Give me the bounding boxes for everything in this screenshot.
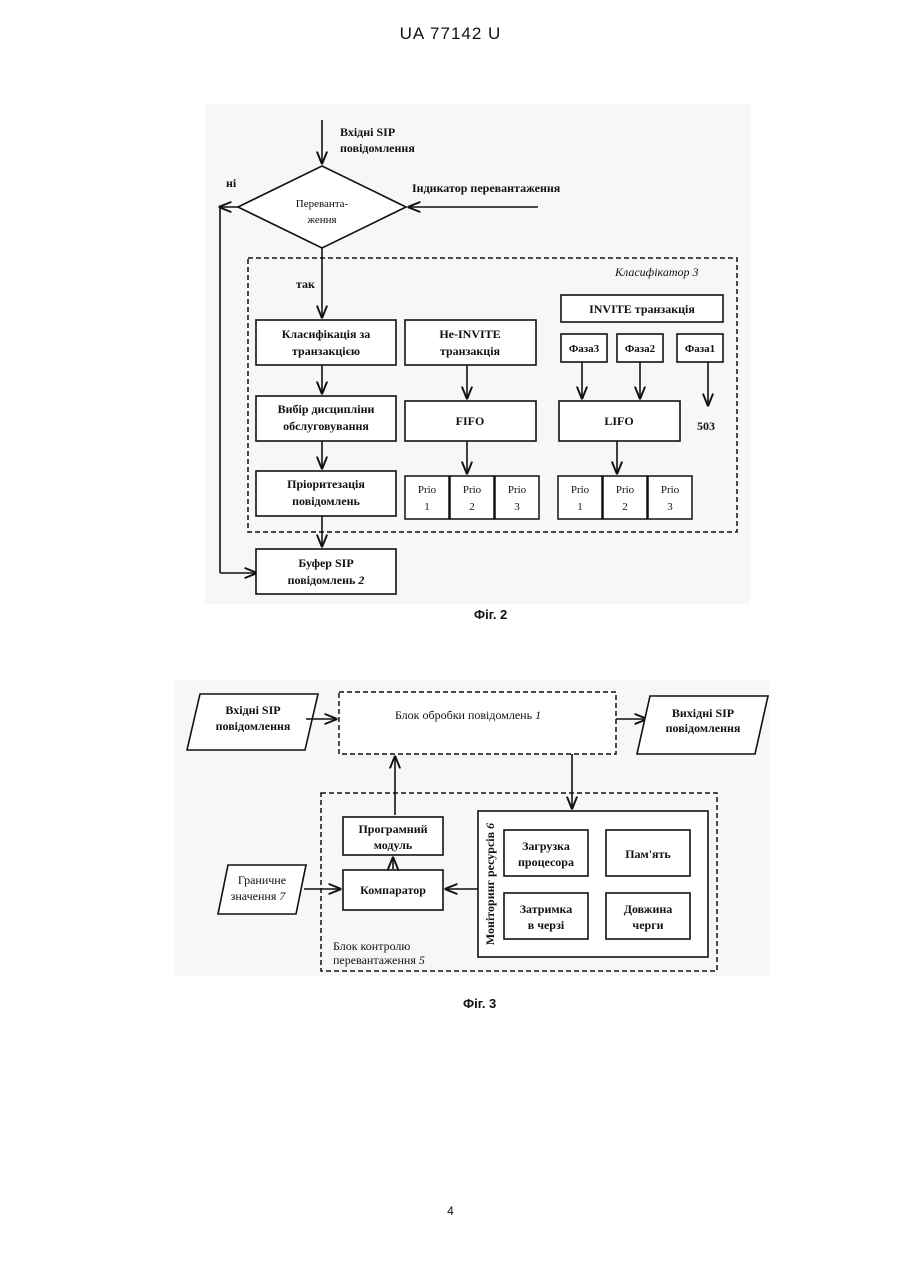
figure-2-caption: Фіг. 2 <box>474 607 507 622</box>
fifo-prio-boxes: Prio 1 Prio 2 Prio 3 <box>405 476 539 519</box>
memory-label: Пам'ять <box>625 847 671 861</box>
monitor-label: Моніторинг ресурсів 6 <box>483 823 497 945</box>
fifo-prio-word-1: Prio <box>418 484 437 496</box>
buffer-label-2: повідомлень 2 <box>288 573 365 587</box>
lifo-prio-num-3: 3 <box>667 501 673 513</box>
proc-block-label: Блок обробки повідомлень 1 <box>395 708 541 722</box>
phase1-label: Фаза1 <box>685 343 715 355</box>
comparator-label: Компаратор <box>360 883 426 897</box>
input-label-1: Вхідні SIP <box>340 125 395 139</box>
page-number: 4 <box>0 1204 901 1218</box>
ctrl-label-1: Блок контролю <box>333 939 410 953</box>
input-label-2: повідомлення <box>340 141 415 155</box>
qlen-label-2: черги <box>632 918 663 932</box>
non-invite-label-2: транзакція <box>440 344 501 358</box>
fifo-prio-num-3: 3 <box>514 501 520 513</box>
prioritization-label-1: Пріоритезація <box>287 477 365 491</box>
lifo-label: LIFO <box>604 414 633 428</box>
fifo-prio-num-2: 2 <box>469 501 475 513</box>
discipline-label-1: Вибір дисципліни <box>278 402 375 416</box>
classify-label-1: Класифікація за <box>282 327 371 341</box>
phase3-label: Фаза3 <box>569 343 600 355</box>
classify-label-2: транзакцією <box>292 344 360 358</box>
fifo-prio-word-2: Prio <box>463 484 482 496</box>
qlen-label-1: Довжина <box>624 902 673 916</box>
non-invite-label-1: Не-INVITE <box>439 327 500 341</box>
queue-delay-box <box>504 893 588 939</box>
in-label-2: повідомлення <box>216 719 291 733</box>
out-label-1: Вихідні SIP <box>672 706 734 720</box>
lifo-prio-num-2: 2 <box>622 501 628 513</box>
in-label-1: Вхідні SIP <box>225 703 280 717</box>
lifo-prio-word-1: Prio <box>571 484 590 496</box>
limit-label-2: значення 7 <box>231 889 287 903</box>
prog-label-2: модуль <box>374 838 413 852</box>
phase2-label: Фаза2 <box>625 343 656 355</box>
no-label: ні <box>226 176 237 190</box>
cpu-load-box <box>504 830 588 876</box>
reject-503-label: 503 <box>697 419 715 433</box>
discipline-label-2: обслуговування <box>283 419 369 433</box>
lifo-prio-word-3: Prio <box>661 484 680 496</box>
decision-label-1: Перевантa- <box>296 198 349 210</box>
lifo-prio-boxes: Prio 1 Prio 2 Prio 3 <box>558 476 692 519</box>
decision-label-2: ження <box>306 214 336 226</box>
classifier-label: Класифікатор 3 <box>614 265 699 279</box>
lifo-prio-num-1: 1 <box>577 501 583 513</box>
cpu-label-2: процесора <box>518 855 574 869</box>
invite-label: INVITE транзакція <box>589 302 695 316</box>
buffer-label-1: Буфер SIP <box>298 556 353 570</box>
ctrl-label-2: перевантаження 5 <box>333 953 425 967</box>
overload-indicator-label: Індикатор перевантаження <box>412 181 561 195</box>
lifo-prio-word-2: Prio <box>616 484 635 496</box>
queue-length-box <box>606 893 690 939</box>
delay-label-1: Затримка <box>520 902 573 916</box>
delay-label-2: в черзі <box>528 918 565 932</box>
out-label-2: повідомлення <box>666 721 741 735</box>
cpu-label-1: Загрузка <box>522 839 570 853</box>
prog-label-1: Програмний <box>358 822 427 836</box>
yes-label: так <box>296 277 315 291</box>
limit-label-1: Граничне <box>238 873 286 887</box>
figure-3-caption: Фіг. 3 <box>463 996 496 1011</box>
fifo-label: FIFO <box>456 414 485 428</box>
fifo-prio-word-3: Prio <box>508 484 527 496</box>
prioritization-label-2: повідомлень <box>292 494 360 508</box>
fifo-prio-num-1: 1 <box>424 501 430 513</box>
message-processing-block <box>339 692 616 754</box>
